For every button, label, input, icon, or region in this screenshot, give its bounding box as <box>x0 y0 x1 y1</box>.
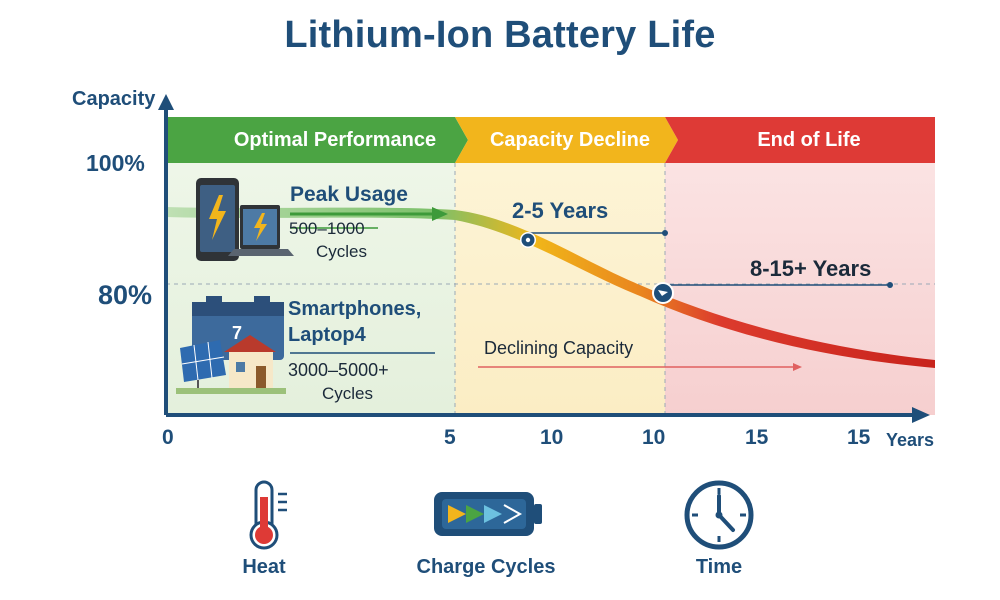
zone-bg-end <box>665 163 935 415</box>
x-tick-5: 5 <box>444 426 456 449</box>
years-8-15-label: 8-15+ Years <box>750 256 872 281</box>
zone-header-optimal <box>166 117 468 163</box>
devices-line1: Smartphones, <box>288 298 422 320</box>
y-tick-80: 80% <box>98 280 153 310</box>
thermometer-icon <box>249 480 287 550</box>
declining-capacity-label: Declining Capacity <box>484 338 634 358</box>
devices-cycles-word: Cycles <box>322 384 374 403</box>
marker-8-15-years <box>652 282 674 304</box>
x-tick-0: 0 <box>162 426 174 449</box>
peak-usage-cycles-word: Cycles <box>316 242 368 261</box>
zone-header-decline <box>455 117 678 163</box>
factor-cycles-label: Charge Cycles <box>416 556 556 578</box>
page-title: Lithium-Ion Battery Life <box>284 14 716 56</box>
svg-text:7: 7 <box>232 323 242 343</box>
peak-usage-cycles: 500–1000 <box>289 219 365 238</box>
factor-time-label: Time <box>695 556 743 578</box>
x-tick-15-a: 15 <box>745 426 769 449</box>
factor-heat-label: Heat <box>242 556 286 578</box>
phone-laptop-icon <box>196 178 294 261</box>
y-tick-100: 100% <box>86 150 145 176</box>
home-battery-icon: 7 <box>176 296 286 394</box>
x-tick-10-a: 10 <box>540 426 564 449</box>
x-tick-15-b: 15 <box>847 426 871 449</box>
peak-usage-title: Peak Usage <box>290 183 408 206</box>
years-2-5-label: 2-5 Years <box>512 198 609 223</box>
battery-cycles-icon <box>434 492 542 536</box>
capacity-curve <box>166 207 935 368</box>
x-tick-10-b: 10 <box>642 426 666 449</box>
marker-2-5-years <box>520 232 536 248</box>
zone-label-decline: Capacity Decline <box>489 129 651 151</box>
y-axis-label: Capacity <box>72 88 156 110</box>
zone-header-end <box>665 117 935 163</box>
clock-icon <box>684 480 754 550</box>
x-axis-unit: Years <box>886 430 935 450</box>
devices-cycles: 3000–5000+ <box>288 360 389 380</box>
zone-label-end: End of Life <box>757 129 861 151</box>
zone-label-optimal: Optimal Performance <box>233 129 437 151</box>
devices-line2: Laptop4 <box>288 324 366 346</box>
